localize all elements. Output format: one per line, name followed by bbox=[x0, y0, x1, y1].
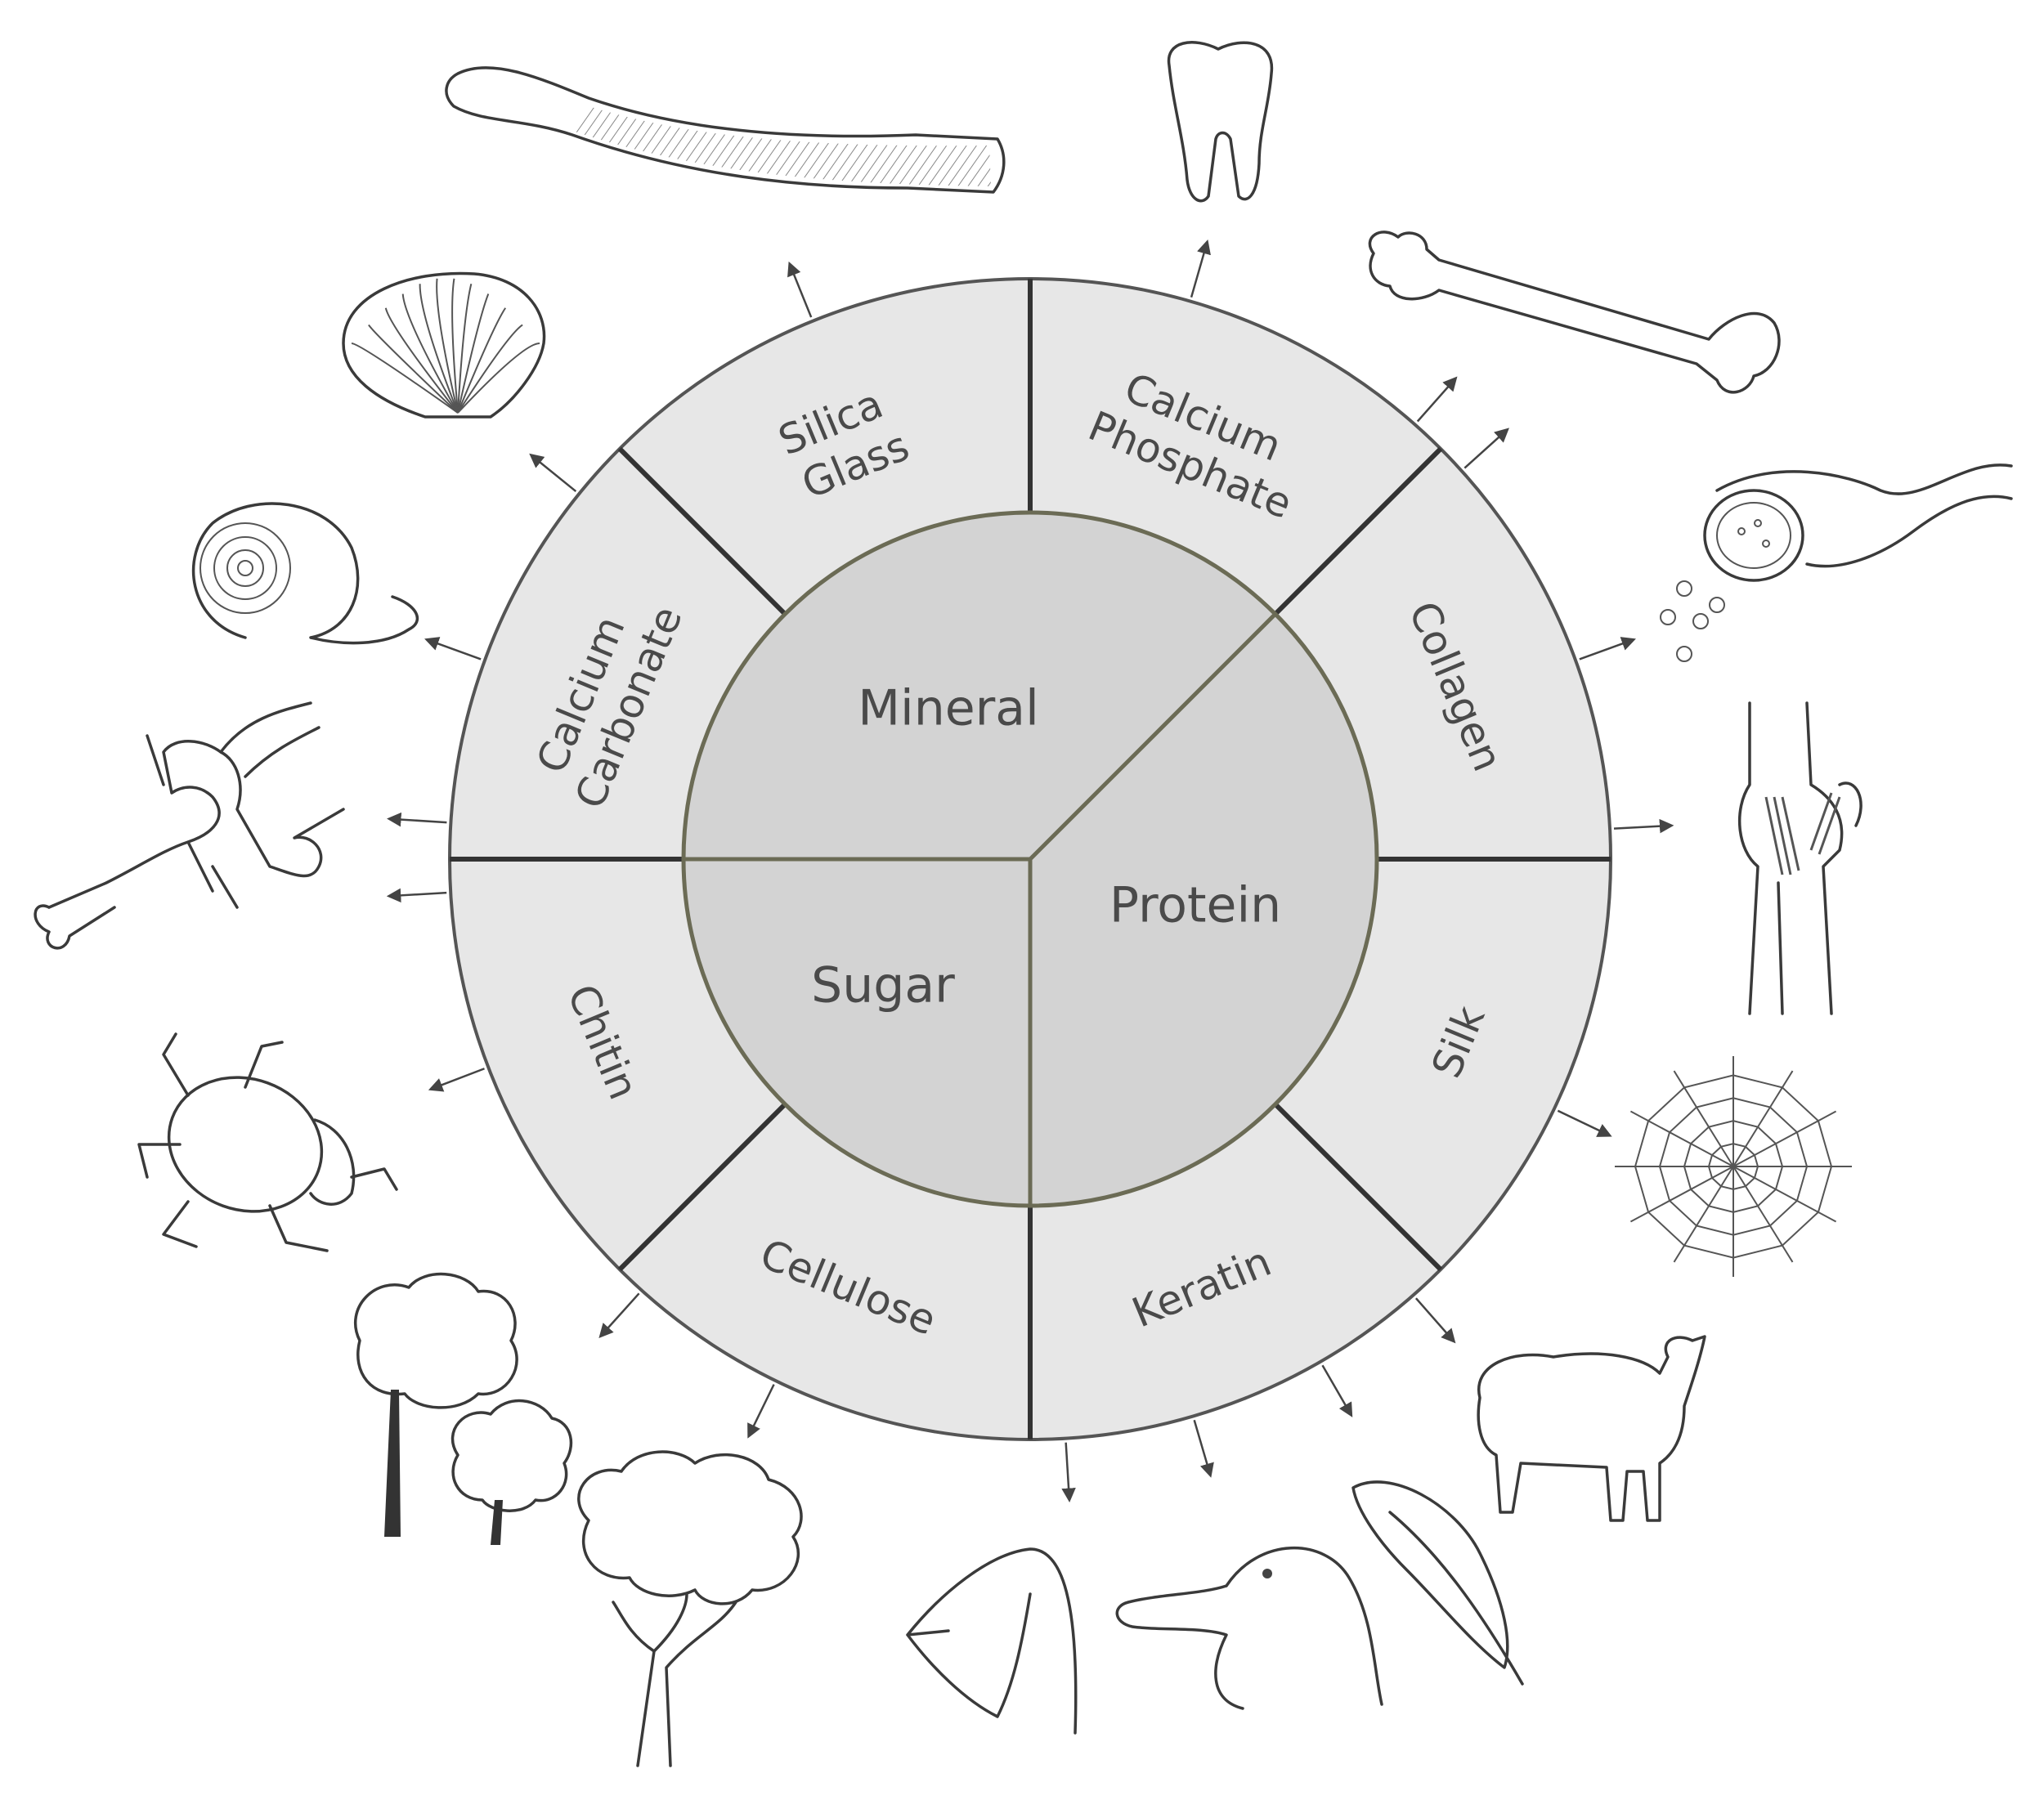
duck-icon bbox=[1115, 1546, 1383, 1710]
shell-rib bbox=[351, 343, 459, 414]
web-strand bbox=[1732, 1166, 1837, 1223]
arrows bbox=[386, 240, 1674, 1503]
blood-vessel-icon bbox=[1660, 463, 2013, 662]
arrow bbox=[1464, 428, 1509, 469]
segment-divider bbox=[1273, 1102, 1443, 1272]
category-mineral: Mineral bbox=[858, 680, 1038, 737]
category-protein: Protein bbox=[1109, 877, 1281, 934]
shell-rib bbox=[368, 324, 459, 414]
web-ring bbox=[1634, 1074, 1832, 1259]
arrow bbox=[1579, 637, 1636, 660]
shell-rib bbox=[457, 283, 473, 414]
spider-web-icon bbox=[1615, 1056, 1852, 1277]
arrow bbox=[1190, 240, 1211, 298]
web-strand bbox=[1629, 1166, 1734, 1223]
web-strand bbox=[1629, 1110, 1734, 1167]
trees-icon bbox=[354, 1272, 573, 1545]
inner-dividers bbox=[684, 612, 1277, 1206]
web-ring bbox=[1683, 1120, 1783, 1213]
arrow bbox=[1321, 1364, 1353, 1417]
shell-rib bbox=[451, 278, 459, 414]
web-strand bbox=[1732, 1070, 1794, 1167]
arrow bbox=[387, 812, 447, 827]
arrow bbox=[529, 453, 577, 493]
web-ring bbox=[1658, 1097, 1808, 1236]
beetle-icon bbox=[137, 1032, 398, 1252]
arrow bbox=[386, 888, 447, 903]
shell-rib bbox=[401, 293, 459, 414]
shell-rib bbox=[384, 307, 459, 414]
arrow bbox=[1193, 1419, 1214, 1478]
feather-icon bbox=[1351, 1480, 1524, 1686]
category-divider bbox=[1029, 612, 1277, 861]
segment-divider bbox=[1273, 446, 1443, 616]
knee-joint-icon bbox=[1738, 701, 1862, 1015]
wheel bbox=[448, 277, 1612, 1441]
segment-divider bbox=[617, 446, 787, 616]
web-strand bbox=[1673, 1166, 1734, 1263]
arrow bbox=[1557, 1109, 1612, 1137]
tree-icon bbox=[577, 1450, 803, 1767]
arrow bbox=[428, 1068, 485, 1092]
web-ring bbox=[1707, 1143, 1759, 1190]
hoof-icon bbox=[906, 1547, 1078, 1735]
sheep-icon bbox=[1477, 1335, 1706, 1522]
shell-rib bbox=[457, 324, 523, 414]
tooth-icon bbox=[1167, 41, 1274, 203]
arrow bbox=[747, 1384, 775, 1439]
web-strand bbox=[1673, 1070, 1734, 1167]
web-strand bbox=[1732, 1110, 1837, 1167]
web-strand bbox=[1732, 1166, 1794, 1263]
glass-sponge-icon bbox=[445, 66, 1006, 194]
arrow bbox=[1414, 1297, 1456, 1344]
segment-divider bbox=[617, 1102, 787, 1272]
outer-dividers bbox=[450, 279, 1611, 1440]
shell-rib bbox=[457, 307, 507, 414]
snail-shell-icon bbox=[191, 502, 419, 645]
arrow bbox=[1061, 1442, 1076, 1503]
shell-rib bbox=[457, 343, 540, 414]
bone-icon bbox=[1368, 231, 1781, 394]
shell-rib bbox=[419, 284, 459, 414]
category-sugar: Sugar bbox=[811, 957, 955, 1014]
arrow bbox=[1416, 376, 1458, 423]
lobster-icon bbox=[34, 701, 345, 950]
shell-rib bbox=[457, 293, 490, 414]
arrow bbox=[787, 261, 813, 318]
scallop-shell-icon bbox=[342, 271, 546, 419]
arrow bbox=[424, 637, 482, 660]
arrow bbox=[598, 1292, 640, 1338]
arrow bbox=[1613, 818, 1674, 834]
shell-rib bbox=[436, 278, 459, 414]
